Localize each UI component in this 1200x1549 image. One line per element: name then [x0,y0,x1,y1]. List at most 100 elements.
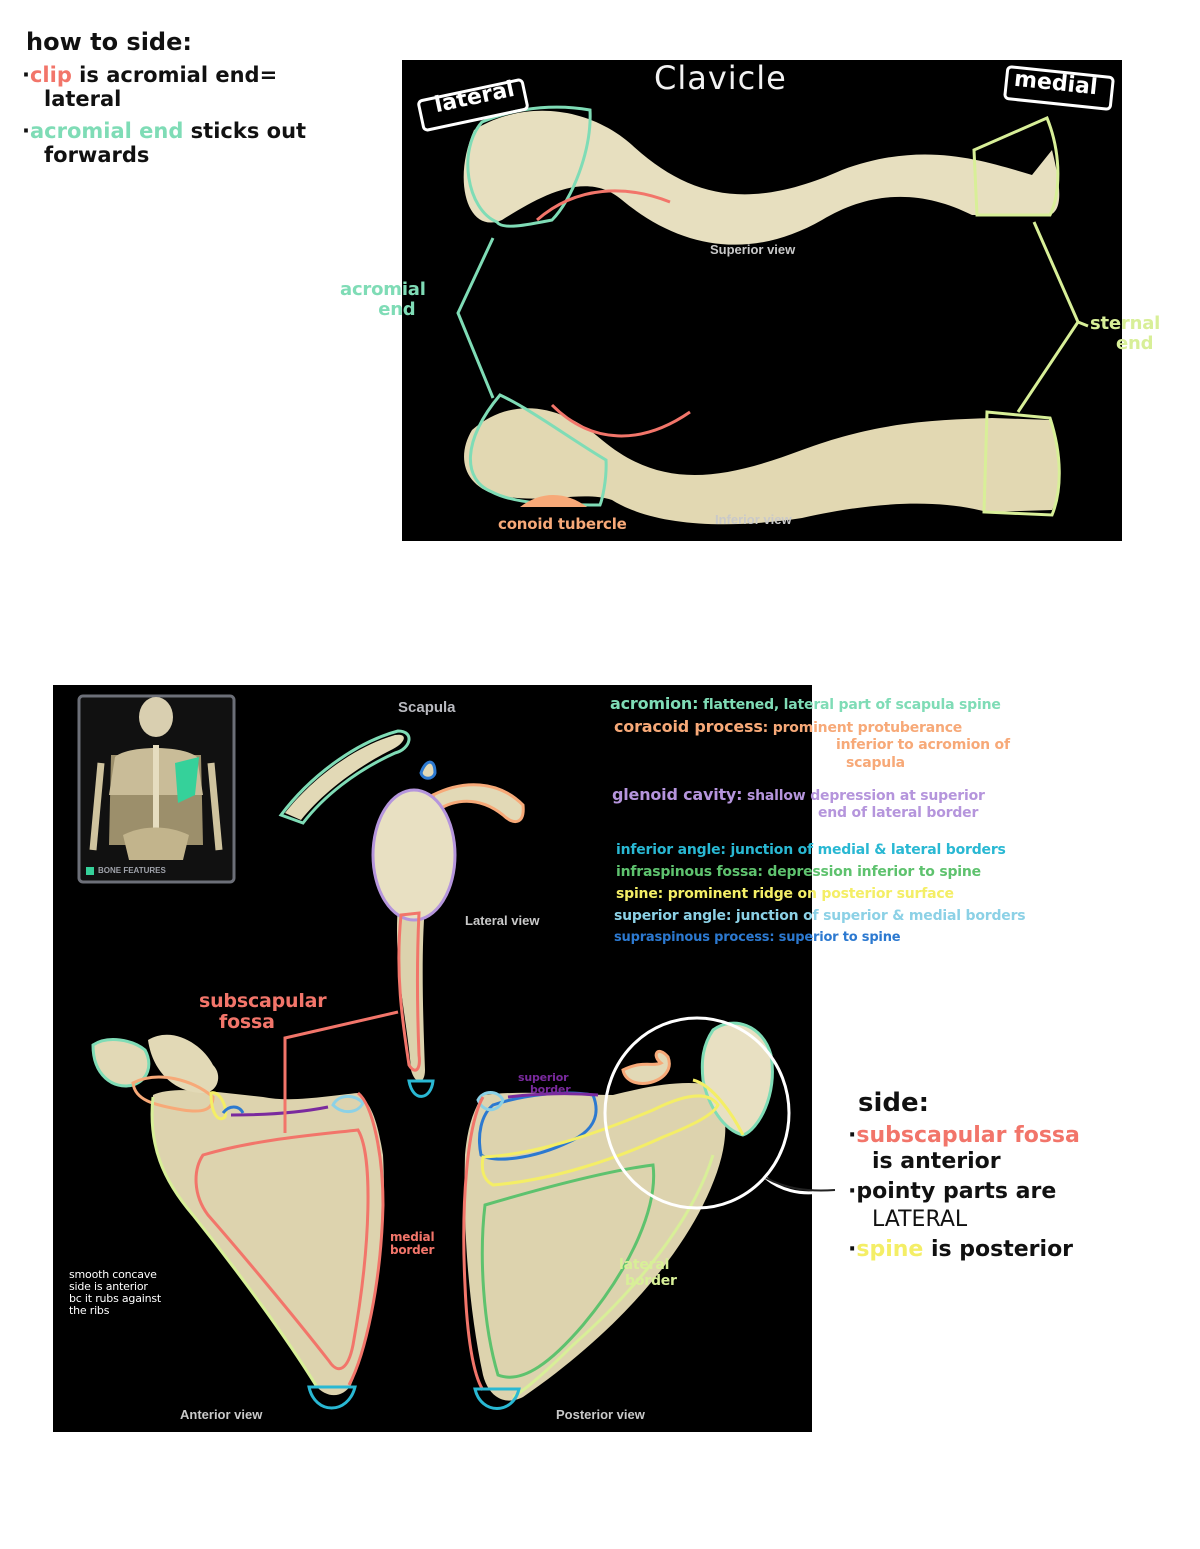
acromial-end-outline-inferior [469,393,608,507]
skeleton-thumbnail [89,697,223,860]
note-line-1: ·clip is acromial end= [22,64,277,86]
sternal-end-label: sternal end [1090,313,1161,355]
def-coracoid-l3: scapula [846,755,905,771]
subscapular-fossa-label-l1: subscapular [199,990,327,1012]
def-glenoid-term: glenoid cavity: [612,785,743,804]
clavicle-panel: Clavicle lateral medial Superior view In… [402,60,1122,541]
anterior-view-superior-angle [331,1095,365,1113]
def-supraspinous-text: superior to spine [774,930,901,945]
posterior-view-caption: Posterior view [556,1407,645,1422]
side-note-lateral: LATERAL [872,1207,968,1232]
bullet: · [22,63,30,87]
smooth-note-l4: the ribs [69,1304,110,1318]
anterior-view-superior-border [230,1105,329,1117]
anterior-view-body [152,1090,384,1396]
def-coracoid-text: : prominent protuberance [762,720,963,736]
lateral-view-superior-tip [419,760,437,780]
anterior-view-caption: Anterior view [180,1407,263,1422]
inset-legend-swatch [86,867,94,875]
note-line-2-rest: sticks out [183,119,307,143]
note-clip-word: clip [29,63,72,87]
lateral-view-acromion-outline [278,729,411,825]
clavicle-superior-bone [463,110,1060,245]
smooth-concave-note: smooth concave side is anterior bc it ru… [69,1268,162,1318]
lateral-border-label-l1: lateral [619,1257,670,1273]
superior-border-label: superior border [518,1071,571,1097]
medial-label-box [1003,65,1115,111]
side-note-line-2: ·pointy parts are [848,1180,1056,1203]
def-superior-angle-term: superior angle: [614,908,732,924]
superior-view-caption: Superior view [710,242,796,257]
anterior-view-coracoid-outline [131,1075,215,1113]
acromial-end-label: acromial end [340,279,426,321]
def-superior-angle: superior angle: junction of superior & m… [614,908,1026,925]
def-inferior-angle-term: inferior angle: [616,842,726,858]
curve-marker-superior [536,189,671,222]
anterior-view-subscapular-outline [194,1128,370,1371]
sternal-end-label-l2: end [1116,333,1154,355]
posterior-view-superior-border [507,1092,599,1099]
clavicle-drawing [417,65,1115,525]
note-line-1-cont: lateral [44,87,122,111]
def-superior-angle-text: junction of superior & medial borders [731,908,1026,924]
inset-legend-label: BONE FEATURES [98,866,166,875]
side-note-heading: side: [858,1088,930,1118]
acromial-end-label-l1: acromial [340,279,426,300]
def-inferior-angle: inferior angle: junction of medial & lat… [616,842,1006,859]
lateral-view-subscapular-outline [397,911,421,1072]
lateral-view-inferior-angle [407,1079,435,1098]
scapula-panel: Scapula Lateral view Anterior view Poste… [53,685,812,1432]
glenoid-cavity [371,788,457,922]
subscapular-fossa-label-l2: fossa [219,1011,275,1034]
clavicle-title: Clavicle [654,60,787,97]
def-glenoid: glenoid cavity: shallow depression at su… [612,786,985,805]
medial-border-label-l1: medial [390,1230,435,1244]
smooth-note-l2: side is anterior [69,1280,148,1294]
posterior-view-superior-angle [476,1091,505,1112]
def-spine: spine: prominent ridge on posterior surf… [616,886,954,903]
def-spine-text: prominent ridge on posterior surface [663,886,954,902]
def-infraspinous-text: depression inferior to spine [762,864,981,880]
acromial-end-outline-superior [466,105,592,228]
side-note-line-1: ·subscapular fossa [848,1124,1080,1147]
lateral-label-box [417,78,529,132]
how-to-side-note: how to side: [26,29,192,55]
lateral-view-coracoid [431,783,525,823]
def-glenoid-text: shallow depression at superior [742,788,985,804]
note-line-2: ·acromial end sticks out [22,120,306,142]
def-coracoid: coracoid process: prominent protuberance [614,718,962,737]
superior-border-label-l2: border [530,1083,571,1097]
posterior-view-medial-edge [462,1096,485,1391]
sternal-end-label-l1: sternal [1090,313,1161,334]
lateral-view-caption: Lateral view [465,913,540,928]
def-coracoid-l2: inferior to acromion of [836,737,1010,753]
def-infraspinous: infraspinous fossa: depression inferior … [616,864,981,881]
note-line-2-cont: forwards [44,143,150,167]
bullet: · [848,1237,857,1262]
lateral-border-label-l2: border [625,1272,677,1289]
sternal-end-outline-superior [972,116,1060,217]
note-line-1-rest: is acromial end= [71,63,278,87]
def-acromion-text: flattened, lateral part of scapula spine [698,697,1001,713]
side-note-pointy: pointy parts are [856,1179,1057,1204]
posterior-view-inferior-angle [473,1387,521,1410]
anterior-view-inferior-angle [307,1385,357,1410]
curve-marker-inferior [550,403,691,438]
smooth-note-l3: bc it rubs against [69,1292,162,1306]
subscapular-fossa-connector [283,1010,399,1133]
superior-border-label-l1: superior [518,1071,569,1084]
def-spine-term: spine: [616,886,664,902]
side-note-line-1-cont: is anterior [872,1149,1001,1174]
side-note-line-3: ·spine is posterior [848,1238,1073,1261]
conoid-tubercle-label: conoid tubercle [498,515,627,533]
bullet: · [22,119,30,143]
subscapular-fossa-label: subscapular fossa [199,990,327,1034]
sternal-end-outline-inferior [982,410,1061,517]
scapula-title: Scapula [398,699,456,716]
anterior-view-medial-edge [347,1091,385,1386]
side-note-subscapular: subscapular fossa [856,1123,1080,1148]
anterior-view-supraspinous-mark [221,1105,245,1114]
def-glenoid-l2: end of lateral border [818,805,979,821]
acromial-end-label-l2: end [378,299,416,321]
def-acromion-term: acromion: [610,694,699,713]
